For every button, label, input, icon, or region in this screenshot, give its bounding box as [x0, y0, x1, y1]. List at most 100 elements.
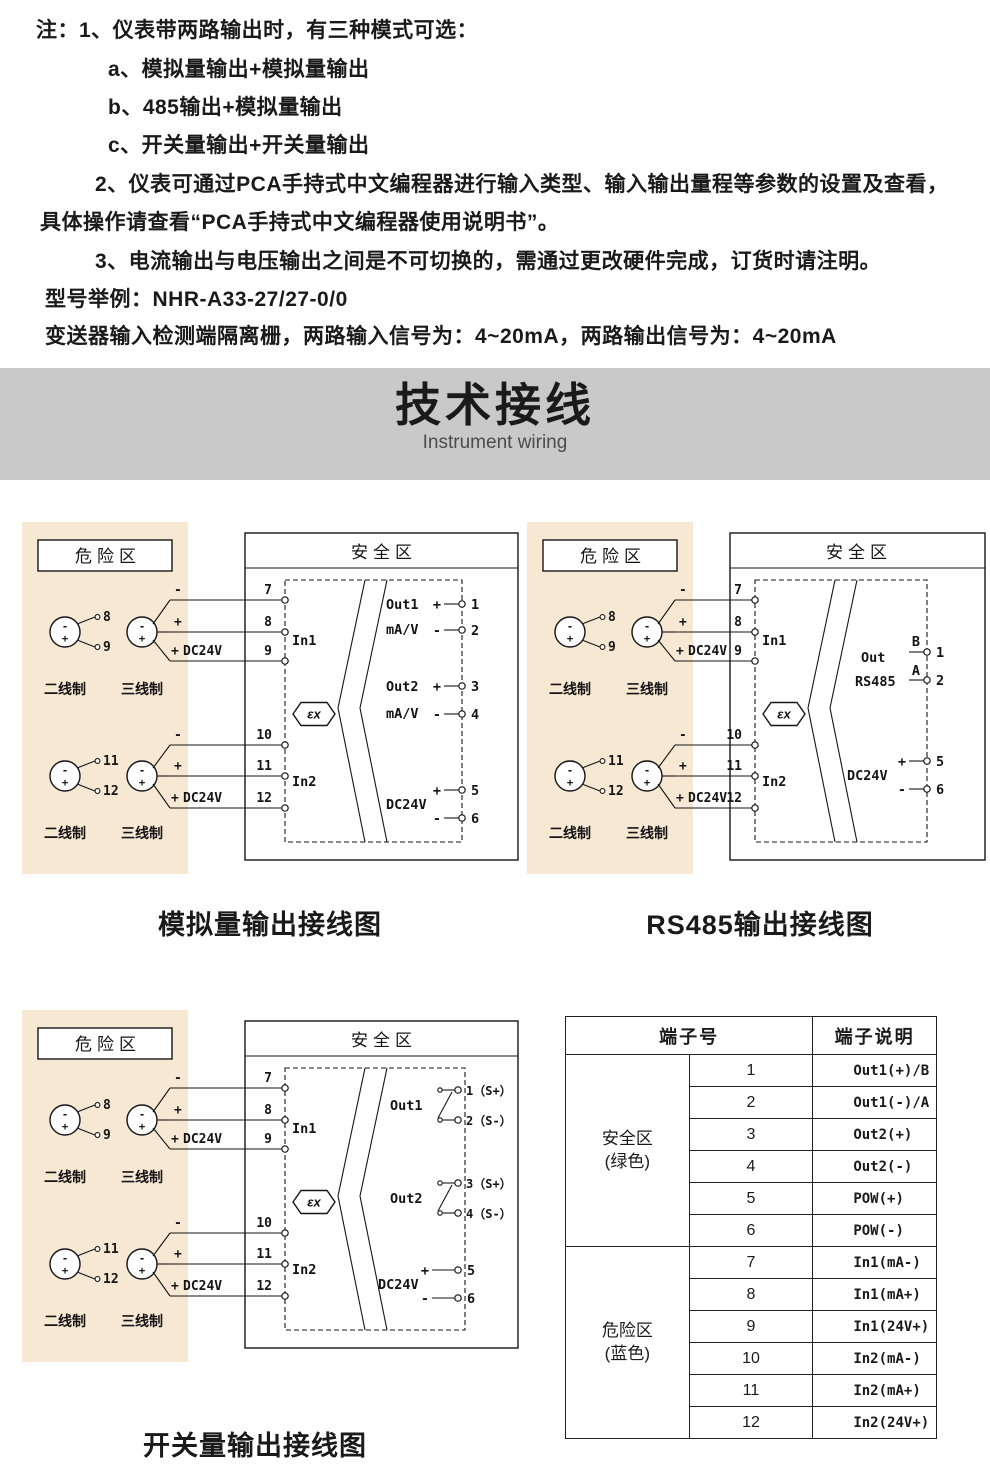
svg-text:+: +	[421, 1263, 429, 1279]
output-terminals: Out1 mA/V + 1 - 2 Out2 mA/V + 3 - 4 DC24…	[386, 597, 479, 827]
out2-label: Out2	[390, 1191, 423, 1207]
safe-zone-label: 安全区	[826, 543, 892, 562]
hazard-zone	[21, 1009, 224, 1363]
switch-terminal-1: 1（S+）	[466, 1083, 512, 1098]
out1-label: Out1	[386, 597, 419, 613]
svg-text:5: 5	[936, 754, 944, 770]
input-terminals: 7 8 9 10 11 12 In1 In2	[170, 583, 316, 812]
svg-text:-: -	[898, 782, 906, 798]
safe-zone-label: 安全区	[351, 1031, 417, 1050]
isolator-dashed-box	[754, 579, 928, 843]
svg-text:-: -	[433, 707, 441, 723]
isolator-dashed-box	[284, 1067, 466, 1331]
out-label: Out	[861, 650, 885, 666]
safe-zone-frame: 安全区	[244, 1020, 519, 1349]
diagram-rs485-output: 安全区 7 8 9 10 11 12 In1 In2 Out RS485 B 1…	[526, 521, 986, 875]
safe-zone-frame: 安全区	[729, 532, 986, 861]
rs485-label: RS485	[855, 674, 896, 690]
svg-text:-: -	[433, 623, 441, 639]
ex-icon	[292, 1189, 336, 1215]
svg-text:1: 1	[471, 597, 479, 613]
out1-unit: mA/V	[386, 622, 419, 638]
note-line-1: 注：1、仪表带两路输出时，有三种模式可选：	[36, 19, 479, 42]
svg-text:12: 12	[256, 1279, 272, 1294]
note-line-3: 3、电流输出与电压输出之间是不可切换的，需通过更改硬件完成，订货时请注明。	[95, 250, 882, 273]
section-banner: 技术接线 Instrument wiring	[0, 368, 990, 480]
svg-text:6: 6	[471, 811, 479, 827]
svg-text:12: 12	[256, 791, 272, 806]
out2-unit: mA/V	[386, 706, 419, 722]
note-item-b: b、485输出+模拟量输出	[108, 96, 343, 119]
svg-text:+: +	[433, 679, 441, 695]
note-line-2a: 2、仪表可通过PCA手持式中文编程器进行输入类型、输入输出量程等参数的设置及查看…	[95, 173, 949, 196]
switch-terminal-4: 4（S-）	[466, 1206, 512, 1221]
header-terminal-no: 端子号	[564, 1016, 814, 1055]
svg-text:10: 10	[726, 728, 742, 743]
table-row: 安全区 (绿色) 1 Out1(+)/B	[565, 1054, 937, 1247]
svg-text:-: -	[421, 1291, 429, 1307]
diagram-analog-output: 安全区 7 8 9 10 11 12 In1 In2 Out1 mA/V + 1…	[21, 521, 519, 875]
svg-text:2: 2	[471, 623, 479, 639]
ex-icon	[762, 701, 806, 727]
power-label: DC24V	[847, 768, 888, 784]
svg-text:11: 11	[726, 759, 742, 774]
caption-analog-diagram: 模拟量输出接线图	[158, 910, 382, 940]
power-label: DC24V	[378, 1277, 419, 1293]
svg-text:+: +	[433, 597, 441, 613]
svg-text:7: 7	[264, 583, 272, 598]
note-item-c: c、开关量输出+开关量输出	[108, 134, 370, 157]
safe-zone-frame: 安全区	[244, 532, 519, 861]
hazard-zone	[526, 521, 729, 875]
output-terminals: Out1 1（S+） 2（S-） Out2 3（S+） 4（S-） DC24V …	[378, 1083, 512, 1307]
svg-text:+: +	[898, 754, 906, 770]
power-label: DC24V	[386, 797, 427, 813]
svg-text:12: 12	[726, 791, 742, 806]
relay-contact-out1	[437, 1087, 455, 1123]
svg-text:9: 9	[264, 644, 272, 659]
rs485-a-label: A	[912, 663, 920, 679]
svg-text:4: 4	[471, 707, 479, 723]
svg-text:5: 5	[467, 1263, 475, 1279]
switch-terminal-3: 3（S+）	[466, 1176, 512, 1191]
in1-label: In1	[292, 633, 316, 649]
model-example: 型号举例：NHR-A33-27/27-0/0	[45, 288, 348, 311]
table-row: 危险区 (蓝色) 7 In1(mA-)	[565, 1246, 937, 1439]
wiring-diagrams: εx 危险区 - + 8 9 - +	[21, 521, 986, 1363]
out1-label: Out1	[390, 1098, 423, 1114]
svg-text:5: 5	[471, 783, 479, 799]
svg-text:8: 8	[734, 615, 742, 630]
input-terminals: 7 8 9 10 11 12 In1 In2	[170, 1071, 316, 1300]
svg-text:2: 2	[936, 673, 944, 689]
hazard-zone	[21, 521, 224, 875]
relay-contact-out2	[437, 1180, 455, 1216]
svg-text:10: 10	[256, 1216, 272, 1231]
svg-text:-: -	[433, 811, 441, 827]
group-hazard-zone: 危险区 (蓝色)	[565, 1246, 690, 1439]
switch-terminal-2: 2（S-）	[466, 1113, 512, 1128]
svg-text:6: 6	[936, 782, 944, 798]
model-description: 变送器输入检测端隔离栅，两路输入信号为：4~20mA，两路输出信号为：4~20m…	[45, 325, 837, 348]
group-safe-zone: 安全区 (绿色)	[565, 1054, 690, 1247]
svg-text:8: 8	[264, 615, 272, 630]
in2-label: In2	[292, 774, 316, 790]
note-item-a: a、模拟量输出+模拟量输出	[108, 58, 370, 81]
banner-title: 技术接线	[395, 379, 595, 431]
caption-rs485-diagram: RS485输出接线图	[646, 910, 874, 940]
output-terminals: Out RS485 B 1 A 2 DC24V + 5 - 6	[847, 634, 944, 798]
note-line-2b: 具体操作请查看“PCA手持式中文编程器使用说明书”。	[40, 211, 560, 234]
svg-text:6: 6	[467, 1291, 475, 1307]
svg-text:11: 11	[256, 1247, 272, 1262]
out2-label: Out2	[386, 679, 419, 695]
diagram-switch-output: 安全区 7 8 9 10 11 12 In1 In2 Out1 1（S+）	[21, 1009, 519, 1363]
svg-text:7: 7	[734, 583, 742, 598]
input-terminals: 7 8 9 10 11 12 In1 In2	[675, 583, 786, 812]
ex-icon	[292, 701, 336, 727]
caption-switch-diagram: 开关量输出接线图	[143, 1431, 367, 1461]
